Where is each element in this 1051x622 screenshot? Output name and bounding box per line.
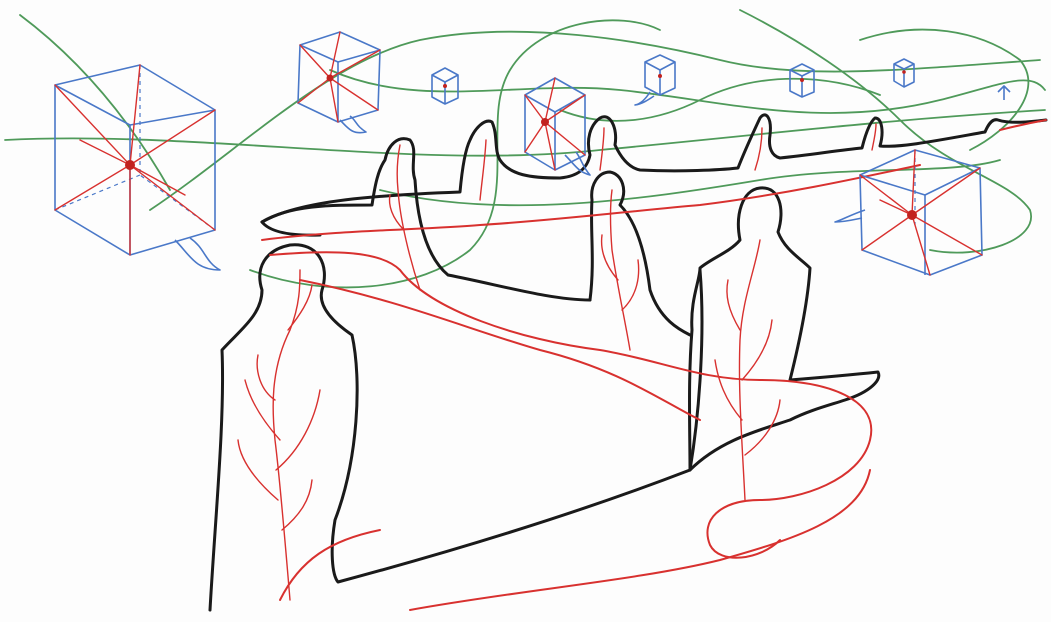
cube-small-4 — [894, 59, 914, 87]
middle-figure — [590, 172, 690, 335]
large-figure-left — [210, 245, 702, 610]
figures-outline — [210, 115, 1046, 610]
red-flow-lines — [238, 120, 1046, 610]
cube-core — [125, 160, 135, 170]
cube-small-1 — [432, 68, 458, 104]
cube-small-3 — [790, 64, 814, 97]
large-figure-right — [690, 188, 879, 470]
cube-center-rays — [55, 65, 215, 255]
cube-large-left — [55, 65, 220, 270]
thought-cubes — [55, 32, 1010, 275]
cube-small-2 — [635, 55, 675, 105]
cube-tiny-right — [998, 86, 1010, 100]
cube-center — [525, 78, 590, 175]
